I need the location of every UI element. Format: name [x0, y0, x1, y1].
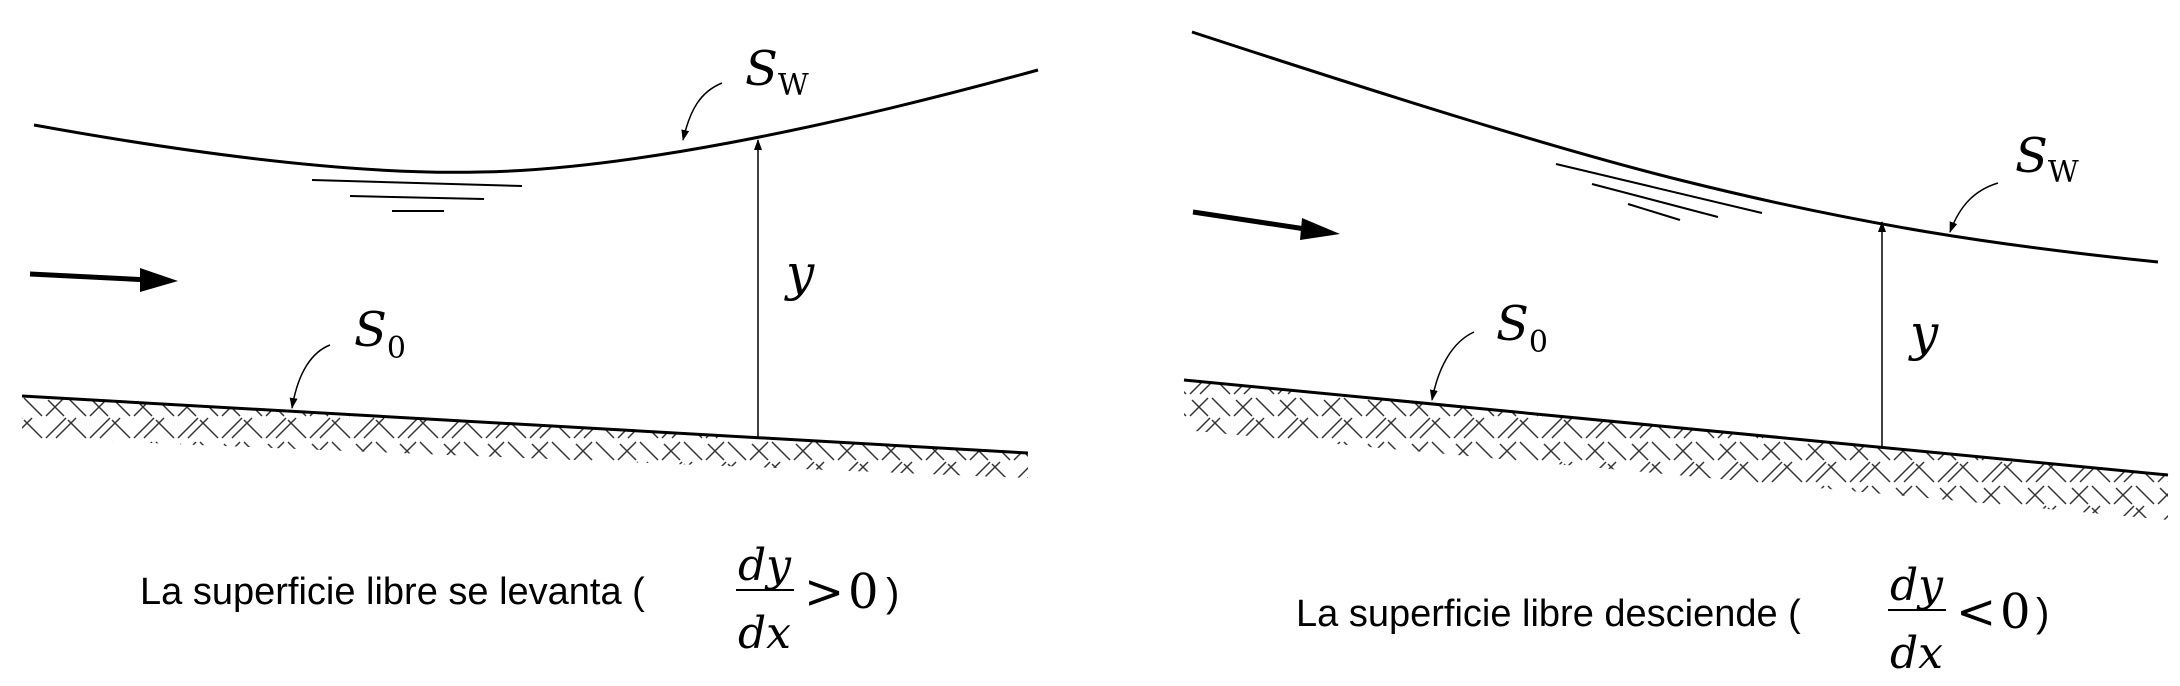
- caption-close-left: ): [886, 571, 899, 615]
- s0-leader-right: [1429, 331, 1475, 401]
- caption-numerator-left: dy: [738, 540, 792, 591]
- soil-hatch-right: [1184, 380, 2168, 520]
- depth-label-left: y: [784, 244, 815, 302]
- caption-left: La superficie libre se levanta ( dy dx >…: [140, 540, 899, 659]
- flow-direction-arrow-left: [29, 268, 178, 292]
- caption-rhs-left: 0: [848, 564, 879, 620]
- depth-label-right: y: [1908, 304, 1939, 362]
- caption-rhs-right: 0: [2000, 584, 2031, 640]
- soil-hatch-left: [22, 396, 1028, 478]
- sw-leader-right: [1949, 182, 1999, 233]
- water-surface-right: [1191, 30, 2159, 264]
- free-surface-symbol-left: [311, 179, 523, 212]
- bed-slope-label-left: S0: [354, 302, 406, 366]
- channel-bed-left: [21, 394, 1029, 455]
- caption-denominator-left: dx: [738, 608, 791, 659]
- caption-close-right: ): [2036, 591, 2049, 635]
- caption-relation-right: <: [1956, 584, 1996, 640]
- caption-right: La superficie libre desciende ( dy dx < …: [1296, 560, 2049, 679]
- free-surface-symbol-right: [1555, 163, 1763, 221]
- caption-relation-left: >: [804, 564, 844, 620]
- caption-text-left: La superficie libre se levanta (: [140, 571, 645, 613]
- water-surface-left: [33, 68, 1039, 174]
- flow-direction-arrow-right: [1192, 209, 1340, 240]
- caption-numerator-right: dy: [1890, 560, 1944, 611]
- channel-bed-right: [1183, 378, 2169, 477]
- sw-leader-left: [681, 82, 723, 141]
- s0-leader-left: [289, 344, 331, 409]
- caption-text-right: La superficie libre desciende (: [1296, 593, 1801, 635]
- water-slope-label-left: SW: [745, 41, 809, 103]
- water-slope-label-right: SW: [2015, 128, 2079, 190]
- bed-slope-label-right: S0: [1496, 296, 1548, 360]
- panel-falling: SW S0 y La superficie libre desciende ( …: [1183, 30, 2169, 679]
- caption-denominator-right: dx: [1890, 628, 1943, 679]
- panel-rising: SW S0 y La superficie libre se levanta (…: [21, 41, 1039, 659]
